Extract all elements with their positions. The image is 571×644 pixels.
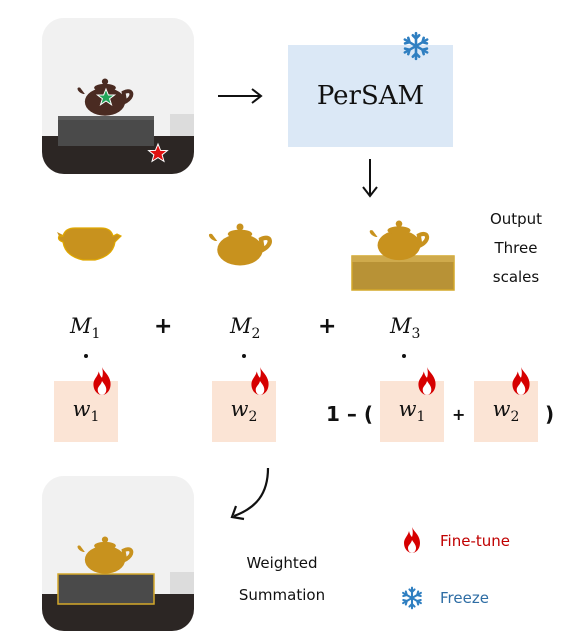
mask-scale-3 (351, 212, 455, 291)
mask-scale-2 (205, 213, 275, 269)
weight-label-3-symbol: w (398, 397, 417, 422)
weight-label-2: w2 (231, 397, 258, 425)
legend: Fine-tune Freeze (398, 522, 558, 622)
flame-icon (418, 367, 436, 395)
output-caption-line-3: scales (492, 268, 540, 286)
weight-label-4-symbol: w (492, 397, 511, 422)
weight-label-2-sub: 2 (248, 409, 258, 426)
snowflake-icon (402, 586, 422, 610)
output-caption: Output Three scales (478, 205, 554, 292)
mask-label-3-sub: 3 (411, 326, 421, 343)
summation-caption-line-2: Summation (238, 586, 326, 604)
mask-label-3: M3 (390, 314, 420, 342)
plus-operator-3: + (452, 405, 466, 424)
mask-label-1: M1 (70, 314, 100, 342)
mask-scale-1 (57, 227, 123, 261)
snowflake-icon (403, 31, 429, 61)
summation-caption-line-1: Weighted (246, 554, 318, 572)
mask-label-2-symbol: M (230, 314, 252, 338)
weight-label-3-sub: 1 (416, 409, 426, 426)
weight-label-4-sub: 2 (510, 409, 520, 426)
persam-model-box: PerSAM (288, 45, 453, 147)
curved-arrow-icon (230, 467, 270, 521)
legend-freeze-label: Freeze (440, 589, 489, 607)
mask-label-2-sub: 2 (251, 326, 261, 343)
input-image (42, 18, 194, 174)
output-image-scene (42, 476, 194, 631)
weight-label-1: w1 (73, 397, 100, 425)
output-caption-line-2: Three (494, 239, 538, 257)
weight-label-1-symbol: w (72, 397, 91, 422)
multiply-dot-1 (84, 354, 88, 358)
flame-icon (251, 367, 269, 395)
summation-caption: Weighted Summation (232, 547, 332, 611)
persam-label: PerSAM (316, 81, 425, 111)
arrow-right-icon (218, 88, 263, 104)
flame-icon (512, 367, 530, 395)
close-paren: ) (545, 402, 555, 426)
weight-label-4: w2 (493, 397, 520, 425)
mask-label-2: M2 (230, 314, 260, 342)
mask-label-3-symbol: M (390, 314, 412, 338)
weight-label-2-symbol: w (230, 397, 249, 422)
output-image (42, 476, 194, 631)
legend-finetune-label: Fine-tune (440, 532, 510, 550)
weight-label-3: w1 (399, 397, 426, 425)
weight-label-1-sub: 1 (90, 409, 100, 426)
multiply-dot-2 (242, 354, 246, 358)
flame-icon (404, 527, 420, 553)
plus-operator-1: + (154, 314, 173, 339)
multiply-dot-3 (402, 354, 406, 358)
one-minus-operator: 1 – ( (326, 402, 373, 426)
plus-operator-2: + (318, 314, 337, 339)
output-caption-line-1: Output (489, 210, 543, 228)
mask-label-1-symbol: M (70, 314, 92, 338)
arrow-down-icon (362, 159, 378, 198)
weight-box-3: w1 (380, 381, 444, 442)
input-image-scene (42, 18, 194, 174)
mask-label-1-sub: 1 (91, 326, 101, 343)
flame-icon (93, 367, 111, 395)
